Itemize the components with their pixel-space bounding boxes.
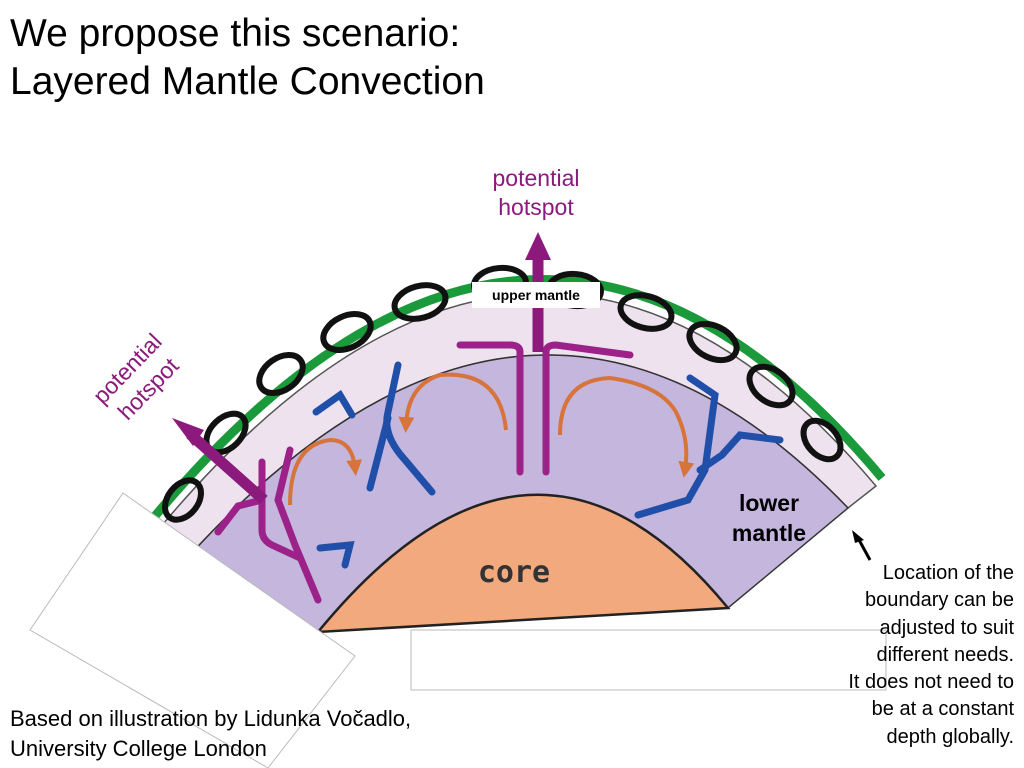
lower-mantle-label: lower mantle bbox=[720, 488, 818, 548]
hotspot-arrow-left-head bbox=[172, 418, 204, 446]
convection-cell bbox=[686, 320, 740, 364]
slab bbox=[312, 389, 356, 419]
convection-cell bbox=[746, 363, 796, 409]
credit-line1: Based on illustration by Lidunka Vočadlo… bbox=[10, 706, 412, 731]
boundary-note: Location of the boundary can be adjusted… bbox=[754, 560, 1014, 751]
plume bbox=[274, 446, 322, 604]
flow-arrow bbox=[558, 375, 695, 478]
boundary-note-line: adjusted to suit bbox=[879, 616, 1014, 639]
plume bbox=[456, 341, 524, 476]
hotspot-arrow-left bbox=[186, 429, 268, 505]
blank-overlay-left bbox=[29, 492, 356, 768]
slide-title-line1: We propose this scenario: bbox=[10, 12, 461, 55]
lower-mantle-label-line1: lower bbox=[738, 490, 800, 516]
mantle-plumes bbox=[214, 341, 634, 604]
flow-arrows bbox=[288, 372, 695, 506]
boundary-note-line: boundary can be bbox=[864, 589, 1014, 612]
illustration-credit: Based on illustration by Lidunka Vočadlo… bbox=[10, 704, 411, 764]
convection-cell bbox=[617, 292, 675, 332]
plume bbox=[214, 496, 266, 536]
blank-overlay-bottom bbox=[410, 629, 887, 691]
hotspot-label-top-line2: hotspot bbox=[498, 194, 574, 220]
boundary-note-line: depth globally. bbox=[886, 725, 1015, 748]
flow-arrow bbox=[288, 437, 363, 506]
plume bbox=[258, 458, 304, 562]
convection-cell bbox=[256, 351, 306, 397]
subducting-slabs bbox=[312, 361, 784, 569]
boundary-pointer-arrow bbox=[852, 530, 872, 561]
hotspot-arrow-top-head bbox=[525, 232, 551, 260]
core-region bbox=[315, 493, 731, 634]
hotspot-label-top: potential hotspot bbox=[476, 164, 596, 222]
convection-cell bbox=[391, 282, 449, 322]
upper-mantle-label: upper mantle bbox=[472, 282, 600, 308]
core-label: core bbox=[478, 555, 550, 590]
slab bbox=[316, 541, 355, 569]
pointer-arrow-head bbox=[852, 530, 864, 543]
slab bbox=[366, 414, 392, 492]
slide-title: We propose this scenario: Layered Mantle… bbox=[10, 10, 485, 106]
boundary-note-line: Location of the bbox=[882, 562, 1014, 584]
convection-cell bbox=[800, 417, 844, 463]
boundary-note-line: different needs. bbox=[876, 643, 1014, 666]
credit-line2: University College London bbox=[10, 736, 267, 761]
slide-title-line2: Layered Mantle Convection bbox=[10, 60, 485, 103]
boundary-note-line: be at a constant bbox=[871, 698, 1014, 721]
slab bbox=[696, 431, 784, 474]
hotspot-label-top-line1: potential bbox=[492, 165, 580, 191]
slab bbox=[383, 361, 436, 496]
lower-mantle-label-line2: mantle bbox=[731, 520, 807, 546]
boundary-note-line: It does not need to bbox=[848, 671, 1014, 694]
plume bbox=[542, 341, 634, 476]
flow-arrow bbox=[398, 372, 508, 433]
convection-cell bbox=[162, 477, 204, 523]
convection-cell bbox=[320, 311, 374, 353]
